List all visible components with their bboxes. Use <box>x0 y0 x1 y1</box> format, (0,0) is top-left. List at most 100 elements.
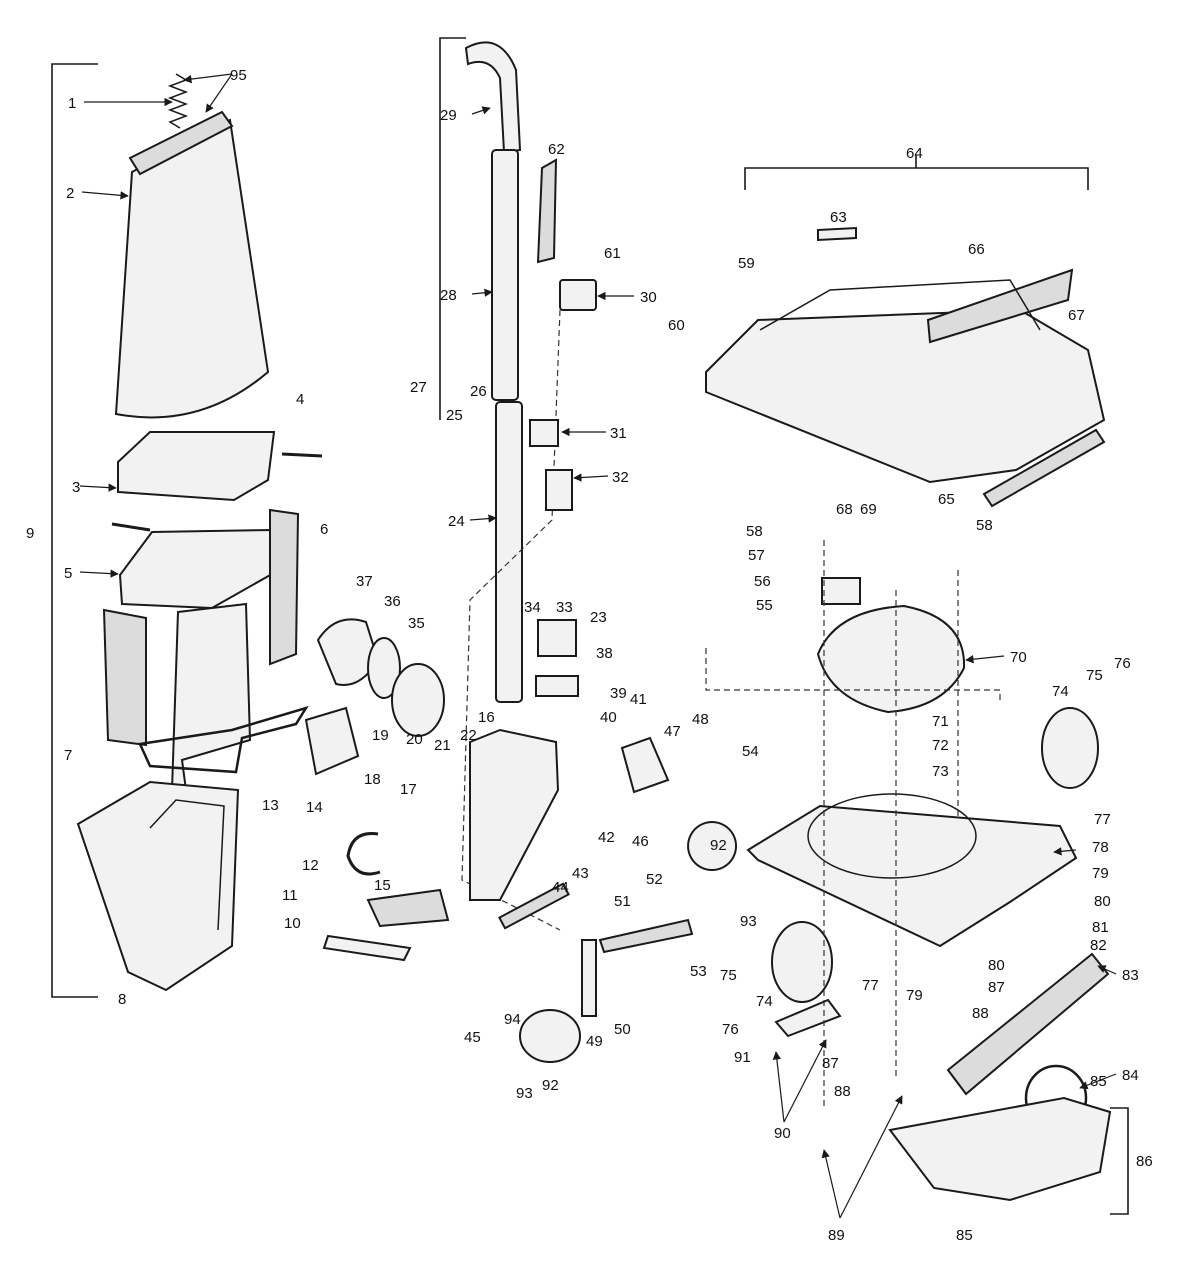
motor-bracket-part <box>821 577 861 605</box>
callout-79b: 79 <box>906 987 923 1004</box>
callout-95: 95 <box>230 67 247 84</box>
callout-92b: 92 <box>542 1077 559 1094</box>
rod-part <box>111 522 151 532</box>
yoke-part <box>469 728 560 901</box>
callout-87b: 87 <box>822 1055 839 1072</box>
callout-46: 46 <box>632 833 649 850</box>
callout-67: 67 <box>1068 307 1085 324</box>
leader-line <box>839 1095 903 1219</box>
callout-84: 84 <box>1122 1067 1139 1084</box>
side-panel-part <box>102 608 147 747</box>
callout-63: 63 <box>830 209 847 226</box>
callout-60: 60 <box>668 317 685 334</box>
axle-spring-part <box>498 882 570 930</box>
callout-83: 83 <box>1122 967 1139 984</box>
bag-housing-top <box>118 528 273 610</box>
callout-73: 73 <box>932 763 949 780</box>
pedal-part <box>366 888 450 928</box>
callout-74: 74 <box>1052 683 1069 700</box>
hood-window-part <box>926 268 1074 344</box>
callout-8: 8 <box>118 991 126 1008</box>
callout-14: 14 <box>306 799 323 816</box>
callout-62: 62 <box>548 141 565 158</box>
rod-part <box>281 452 323 458</box>
hose-coupling-part <box>367 637 401 699</box>
mid-wheel-part <box>771 921 833 1003</box>
callout-52: 52 <box>646 871 663 888</box>
leader-line <box>1079 1073 1117 1090</box>
callout-35: 35 <box>408 615 425 632</box>
callout-26: 26 <box>470 383 487 400</box>
callout-9: 9 <box>26 525 34 542</box>
callout-88: 88 <box>972 1005 989 1022</box>
leader-line <box>79 483 117 492</box>
callout-16: 16 <box>478 709 495 726</box>
callout-43: 43 <box>572 865 589 882</box>
callout-3: 3 <box>72 479 80 496</box>
callout-93: 93 <box>740 913 757 930</box>
callout-6: 6 <box>320 521 328 538</box>
leader-line <box>783 1039 827 1123</box>
cord-hook-part <box>536 158 558 264</box>
callout-85: 85 <box>1090 1073 1107 1090</box>
link-part <box>322 934 412 962</box>
height-adjust-part <box>620 736 670 794</box>
handle-lower-tube <box>495 401 523 703</box>
callout-68: 68 <box>836 501 853 518</box>
callout-94: 94 <box>504 1011 521 1028</box>
handle-grip-part <box>464 41 522 154</box>
switch-part <box>559 279 597 311</box>
callout-72: 72 <box>932 737 949 754</box>
bracket-plate-part <box>535 675 579 697</box>
callout-36: 36 <box>384 593 401 610</box>
motor-part <box>816 604 966 714</box>
callout-93b: 93 <box>516 1085 533 1102</box>
hose-adapter-part <box>391 663 445 737</box>
leader-line <box>471 288 493 297</box>
callout-82: 82 <box>1090 937 1107 954</box>
bottom-plate-part <box>888 1096 1112 1202</box>
belt-dashed-line <box>705 648 1001 700</box>
bag-adapter-tray <box>117 431 276 502</box>
callout-29: 29 <box>440 107 457 124</box>
callout-79: 79 <box>1092 865 1109 882</box>
callout-91: 91 <box>734 1049 751 1066</box>
callout-58: 58 <box>746 523 763 540</box>
callout-86: 86 <box>1136 1153 1153 1170</box>
base-fan-opening <box>807 793 977 879</box>
callout-80b: 80 <box>988 957 1005 974</box>
axle-post-part <box>581 939 597 1017</box>
callout-23: 23 <box>590 609 607 626</box>
callout-19: 19 <box>372 727 389 744</box>
callout-11: 11 <box>282 887 298 904</box>
callout-27: 27 <box>410 379 427 396</box>
leader-line <box>965 655 1005 664</box>
callout-44: 44 <box>552 879 569 896</box>
callout-40: 40 <box>600 709 617 726</box>
callout-90: 90 <box>774 1125 791 1142</box>
callout-13: 13 <box>262 797 279 814</box>
callout-61: 61 <box>604 245 621 262</box>
callout-25: 25 <box>446 407 463 424</box>
callout-88b: 88 <box>834 1083 851 1100</box>
callout-76: 76 <box>1114 655 1131 672</box>
callout-10: 10 <box>284 915 301 932</box>
callout-77: 77 <box>1094 811 1111 828</box>
callout-53: 53 <box>690 963 707 980</box>
callout-20: 20 <box>406 731 423 748</box>
base-part <box>746 804 1078 948</box>
dirt-cup-inner <box>149 799 225 931</box>
switch-housing-part <box>529 419 559 447</box>
leader-line <box>573 473 609 482</box>
callout-85b: 85 <box>956 1227 973 1244</box>
callout-56: 56 <box>754 573 771 590</box>
clamp-part <box>346 831 381 876</box>
leader-line <box>79 569 119 578</box>
side-panel-part <box>269 508 300 666</box>
hood-top-part <box>759 279 1041 331</box>
hood-assembly-bracket <box>744 155 1089 190</box>
agitator-wheel-part <box>687 821 738 871</box>
leader-line <box>81 191 129 200</box>
callout-37: 37 <box>356 573 373 590</box>
